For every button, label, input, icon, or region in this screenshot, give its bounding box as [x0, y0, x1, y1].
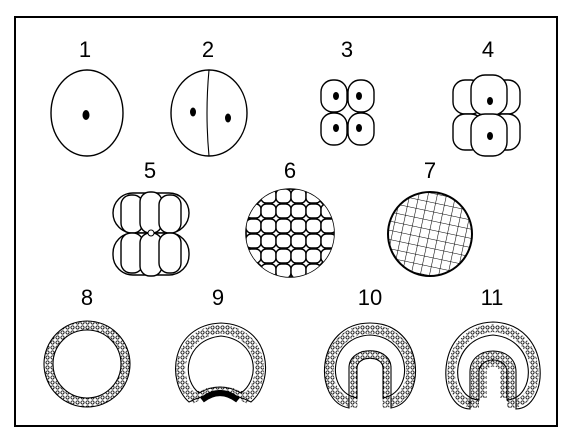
stage-label-6: 6 — [284, 158, 296, 183]
stage-label-7: 7 — [424, 158, 436, 183]
stage-label-3: 3 — [341, 37, 353, 62]
stage-3-four-cell — [321, 80, 374, 145]
stage-9-early-gastrula — [176, 323, 266, 402]
stage-10-invaginating-gastrula — [325, 323, 416, 408]
stage-5-sixteen-cell — [113, 192, 189, 276]
stage-label-5: 5 — [144, 158, 156, 183]
stage-11-late-gastrula — [446, 322, 540, 409]
stage-label-1: 1 — [79, 37, 91, 62]
stage-label-10: 10 — [358, 285, 382, 310]
stage-8-blastula — [44, 321, 130, 407]
stage-label-4: 4 — [482, 37, 494, 62]
stage-label-9: 9 — [212, 285, 224, 310]
stage-6-morula — [246, 189, 336, 278]
stage-2-two-cell — [171, 70, 247, 156]
stage-4-eight-cell — [453, 75, 520, 156]
stage-label-11: 11 — [481, 285, 504, 310]
stage-7-late-morula — [388, 192, 472, 276]
stage-1-zygote — [51, 70, 123, 156]
stage-label-8: 8 — [81, 285, 93, 310]
stage-label-2: 2 — [202, 37, 214, 62]
